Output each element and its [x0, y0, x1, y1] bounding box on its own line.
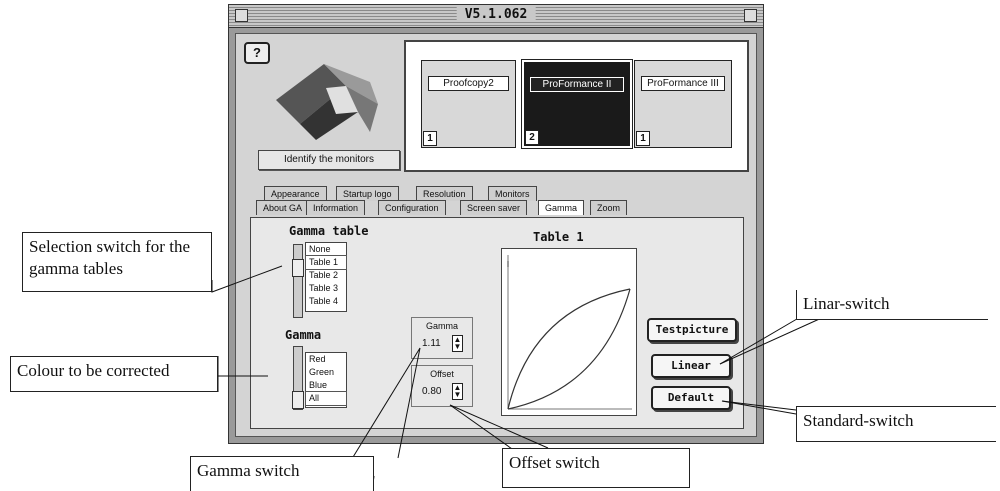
gamma-color-slider[interactable] [292, 346, 304, 410]
gamma-color-list: Red Green Blue All [305, 352, 347, 408]
control-panel-window: V5.1.062 ? Identify the monitors Proofco… [228, 4, 764, 444]
list-item[interactable]: All [305, 391, 347, 406]
gamma-table-slider[interactable] [292, 244, 304, 318]
graphics-accelerator-logo-icon [276, 64, 378, 140]
tab-startup-logo[interactable]: Startup logo [336, 186, 399, 201]
window-content: ? Identify the monitors Proofcopy2 1 Pro… [235, 33, 757, 437]
slider-knob[interactable] [292, 259, 304, 277]
close-box[interactable] [235, 9, 248, 22]
gamma-table-list: None Table 1 Table 2 Table 3 Table 4 [305, 242, 347, 312]
callout-offset-switch: Offset switch [502, 448, 690, 488]
testpicture-button[interactable]: Testpicture [647, 318, 737, 342]
tab-zoom[interactable]: Zoom [590, 200, 628, 215]
monitor-arrangement: Proofcopy2 1 ProFormance II 2 ProFormanc… [404, 40, 749, 172]
gamma-curve [507, 255, 632, 410]
list-item[interactable]: Table 1 [305, 255, 347, 270]
callout-colour: Colour to be corrected [10, 356, 218, 392]
linear-button[interactable]: Linear [651, 354, 731, 378]
list-item[interactable]: Table 4 [309, 296, 339, 306]
gamma-table-heading: Gamma table [289, 224, 369, 238]
zoom-box[interactable] [744, 9, 757, 22]
tab-monitors[interactable]: Monitors [488, 186, 537, 201]
gamma-stepper[interactable]: ▲▼ [452, 335, 463, 352]
monitor-number: 1 [423, 131, 437, 146]
gamma-control: Gamma 1.11 ▲▼ [411, 317, 473, 359]
window-title: V5.1.062 [456, 7, 536, 22]
monitor-3[interactable]: ProFormance III 1 [634, 60, 732, 148]
callout-linear-switch: Linar-switch [796, 290, 988, 320]
gamma-label: Gamma [425, 321, 458, 331]
list-item[interactable]: None [309, 244, 331, 254]
tab-configuration[interactable]: Configuration [378, 200, 446, 215]
offset-stepper[interactable]: ▲▼ [452, 383, 463, 400]
list-item[interactable]: Blue [309, 380, 328, 390]
default-button[interactable]: Default [651, 386, 731, 410]
title-bar[interactable]: V5.1.062 [229, 5, 763, 28]
monitor-number: 1 [636, 131, 650, 146]
list-item[interactable]: Red [309, 354, 326, 364]
offset-control: Offset 0.80 ▲▼ [411, 365, 473, 407]
offset-label: Offset [430, 369, 454, 379]
monitor-label: ProFormance III [641, 76, 725, 91]
help-button[interactable]: ? [244, 42, 270, 64]
gamma-value: 1.11 [422, 338, 441, 349]
monitor-label: ProFormance II [530, 77, 624, 92]
gamma-panel: Gamma table None Table 1 Table 2 Table 3… [250, 217, 744, 429]
identify-monitors-button[interactable]: Identify the monitors [258, 150, 400, 170]
tab-appearance[interactable]: Appearance [264, 186, 327, 201]
tab-information[interactable]: Information [306, 200, 366, 215]
offset-value: 0.80 [422, 386, 442, 397]
tab-gamma[interactable]: Gamma [538, 200, 585, 215]
monitor-label: Proofcopy2 [428, 76, 509, 91]
list-item[interactable]: Green [309, 367, 335, 377]
list-item[interactable]: Table 3 [309, 283, 339, 293]
monitor-1[interactable]: Proofcopy2 1 [421, 60, 516, 148]
gamma-curve-graph [501, 248, 637, 416]
gamma-color-heading: Gamma [285, 328, 322, 342]
tab-resolution[interactable]: Resolution [416, 186, 473, 201]
slider-knob[interactable] [292, 391, 304, 409]
tab-screen-saver[interactable]: Screen saver [460, 200, 528, 215]
list-item[interactable]: Table 2 [309, 270, 339, 280]
callout-standard-switch: Standard-switch [796, 406, 996, 442]
monitor-2[interactable]: ProFormance II 2 [521, 59, 633, 149]
graph-title: Table 1 [533, 230, 584, 244]
monitor-number: 2 [525, 130, 539, 145]
callout-gamma-switch: Gamma switch [190, 456, 374, 491]
callout-selection-switch: Selection switch for the gamma tables [22, 232, 212, 292]
tab-bar: Appearance Startup logo Resolution Monit… [256, 186, 736, 220]
